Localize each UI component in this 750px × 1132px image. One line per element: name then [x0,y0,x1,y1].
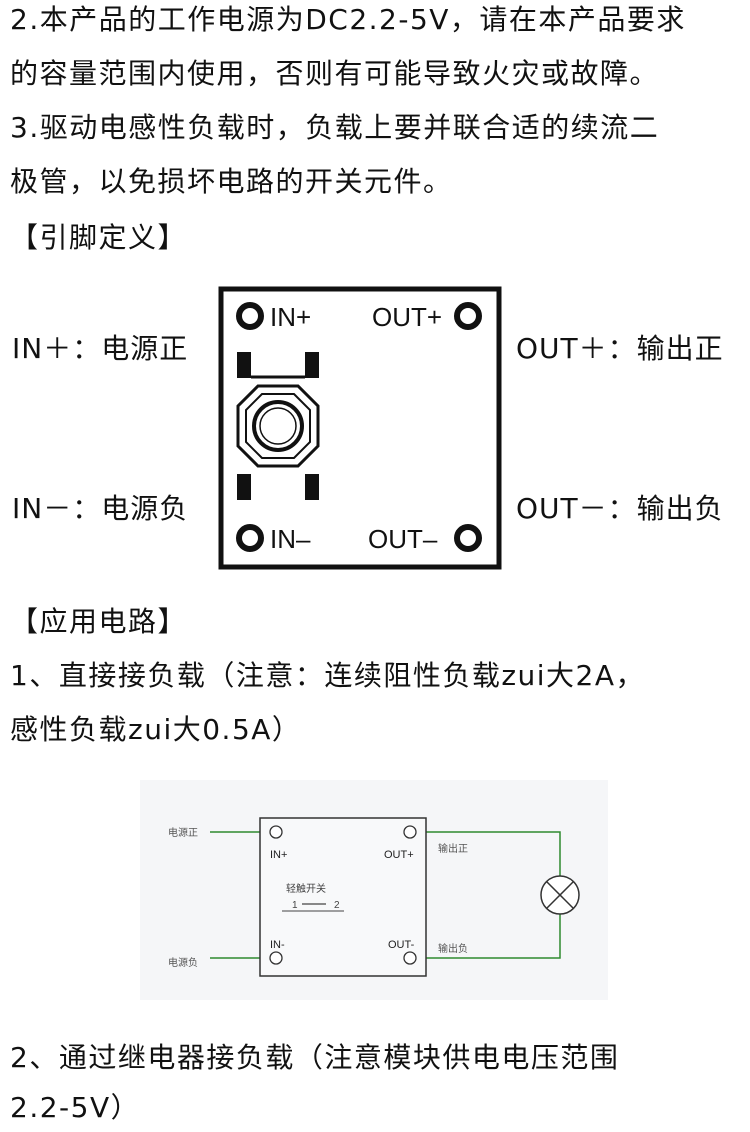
note-line-2: 的容量范围内使用，否则有可能导致火灾或故障。 [10,57,660,90]
circuit-out-neg-label: 输出负 [438,942,468,955]
circuit-pad-out-minus-icon [403,951,417,965]
pad-out-minus-icon [454,524,482,552]
board-label-out-plus: OUT+ [372,302,442,332]
note-line-1: 2.本产品的工作电源为DC2.2-5V，请在本产品要求 [10,3,686,36]
pad-in-minus-icon [236,524,264,552]
app-item-2-line-1: 2、通过继电器接负载（注意模块供电电压范围 [10,1041,620,1074]
pin-definition-heading: 【引脚定义】 [10,221,188,254]
board-label-in-minus: IN– [270,524,311,554]
wire-out-pos [418,831,561,876]
note-line-4: 极管，以免损坏电路的开关元件。 [10,165,453,198]
switch-pin-1: 1 [292,900,298,911]
circuit-power-pos-label: 电源正 [168,826,198,839]
circuit-label-in-plus: IN+ [270,849,287,861]
app-item-1-line-2: 感性负载zui大0.5A） [10,713,302,746]
pad-in-plus-icon [236,302,264,330]
app-item-2-line-2: 2.2-5V） [10,1091,141,1124]
circuit-power-neg-label: 电源负 [168,956,198,969]
switch-label: 轻触开关 [286,882,326,895]
app-item-1-line-1: 1、直接接负载（注意：连续阻性负载zui大2A， [10,659,646,692]
lamp-icon [540,875,580,915]
application-heading: 【应用电路】 [10,605,188,638]
board-label-in-plus: IN+ [270,302,311,332]
switch-pin-2: 2 [334,900,340,911]
pin-label-out-plus: OUT＋：输出正 [516,332,724,365]
circuit-label-in-minus: IN- [270,939,285,951]
wire-out-neg [418,914,561,959]
circuit-pad-in-plus-icon [269,825,283,839]
tact-switch-icon [236,352,320,500]
circuit-label-out-minus: OUT- [388,939,415,951]
circuit-pad-in-minus-icon [269,951,283,965]
direct-load-circuit-diagram: IN+ OUT+ IN- OUT- 轻触开关 1 2 电源正 电源负 输出正 输… [140,780,608,1000]
pin-label-in-plus: IN＋：电源正 [12,332,189,365]
circuit-out-pos-label: 输出正 [438,842,468,855]
pin-label-out-minus: OUT－：输出负 [516,492,724,525]
note-line-3: 3.驱动电感性负载时，负载上要并联合适的续流二 [10,111,660,144]
circuit-pad-out-plus-icon [403,825,417,839]
board-label-out-minus: OUT– [368,524,438,554]
board-outline [218,286,502,570]
circuit-label-out-plus: OUT+ [384,849,414,861]
pin-label-in-minus: IN－：电源负 [12,492,189,525]
pad-out-plus-icon [454,302,482,330]
circuit-module-box [259,817,427,977]
switch-module-board: IN+ OUT+ IN– OUT– [218,286,502,570]
